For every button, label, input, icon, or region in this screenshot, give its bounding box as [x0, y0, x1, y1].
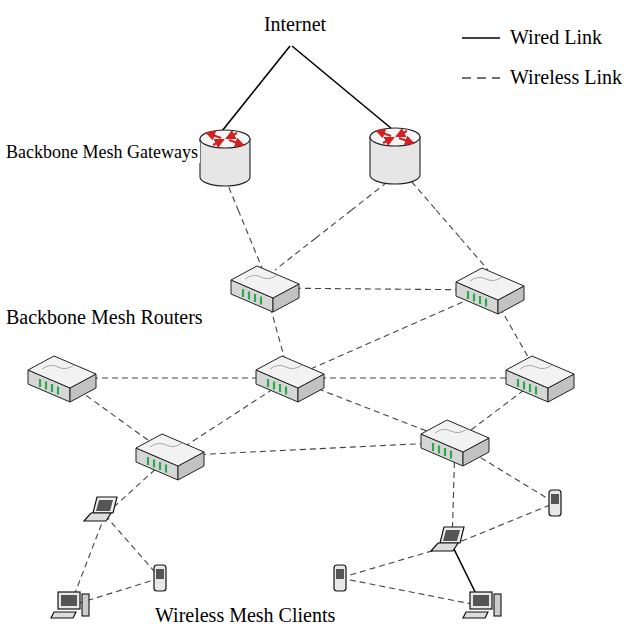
- mesh-router: [231, 266, 299, 312]
- wireless-link: [436, 210, 460, 238]
- wired-link: [347, 92, 392, 129]
- wireless-link: [316, 210, 352, 238]
- wireless-link: [460, 238, 488, 270]
- legend-line: [462, 77, 500, 79]
- legend-entry: Wired Link: [462, 26, 558, 52]
- laptop-client: [431, 527, 464, 551]
- legend-entry: Wireless Link: [462, 66, 578, 92]
- mesh-router: [256, 356, 324, 402]
- cloud-shape: [15, 260, 596, 490]
- mesh-router: [28, 356, 96, 402]
- wireless-link: [238, 210, 250, 238]
- wireless-link: [105, 515, 160, 578]
- group-label: Wireless Mesh Clients: [153, 604, 337, 627]
- mesh-gateway: [370, 128, 420, 184]
- phone-client: [334, 565, 346, 591]
- mesh-router: [136, 434, 204, 480]
- mesh-gateway: [200, 130, 250, 186]
- region-label: Backbone Mesh Gateways: [4, 142, 200, 163]
- mesh-router: [506, 356, 574, 402]
- mesh-router: [421, 420, 489, 466]
- wireless-link: [250, 238, 262, 268]
- cloud-shape: [222, 6, 369, 43]
- mesh-router: [456, 268, 524, 314]
- cloud-region: Internet: [215, 2, 375, 46]
- wireless-link: [290, 290, 490, 378]
- legend-line-sample: [462, 66, 502, 92]
- cloud-region: Backbone Mesh Routers: [0, 238, 612, 513]
- legend-line-sample: [462, 26, 502, 52]
- wireless-link: [170, 442, 455, 456]
- desktop-client: [51, 592, 89, 618]
- cloud-region: Backbone Mesh Gateways: [0, 92, 460, 210]
- wired-link: [292, 46, 347, 92]
- cloud-outline: [0, 238, 612, 513]
- wireless-link: [275, 238, 316, 270]
- phone-client: [549, 490, 561, 516]
- laptop-client: [84, 497, 117, 521]
- legend-text: Wireless Link: [508, 66, 624, 89]
- wired-link: [253, 46, 290, 92]
- wired-link: [222, 92, 253, 131]
- region-label: Internet: [262, 13, 328, 36]
- wireless-link: [340, 578, 482, 606]
- wireless-links: [62, 92, 555, 606]
- wireless-link: [290, 377, 540, 378]
- desktop-client: [463, 592, 501, 618]
- devices: [28, 128, 574, 618]
- legend-text: Wired Link: [508, 26, 604, 49]
- legend-line: [462, 37, 500, 39]
- cloud-shape: [160, 103, 449, 200]
- phone-client: [154, 565, 166, 591]
- wireless-link: [452, 503, 555, 545]
- region-label: Backbone Mesh Routers: [4, 306, 205, 329]
